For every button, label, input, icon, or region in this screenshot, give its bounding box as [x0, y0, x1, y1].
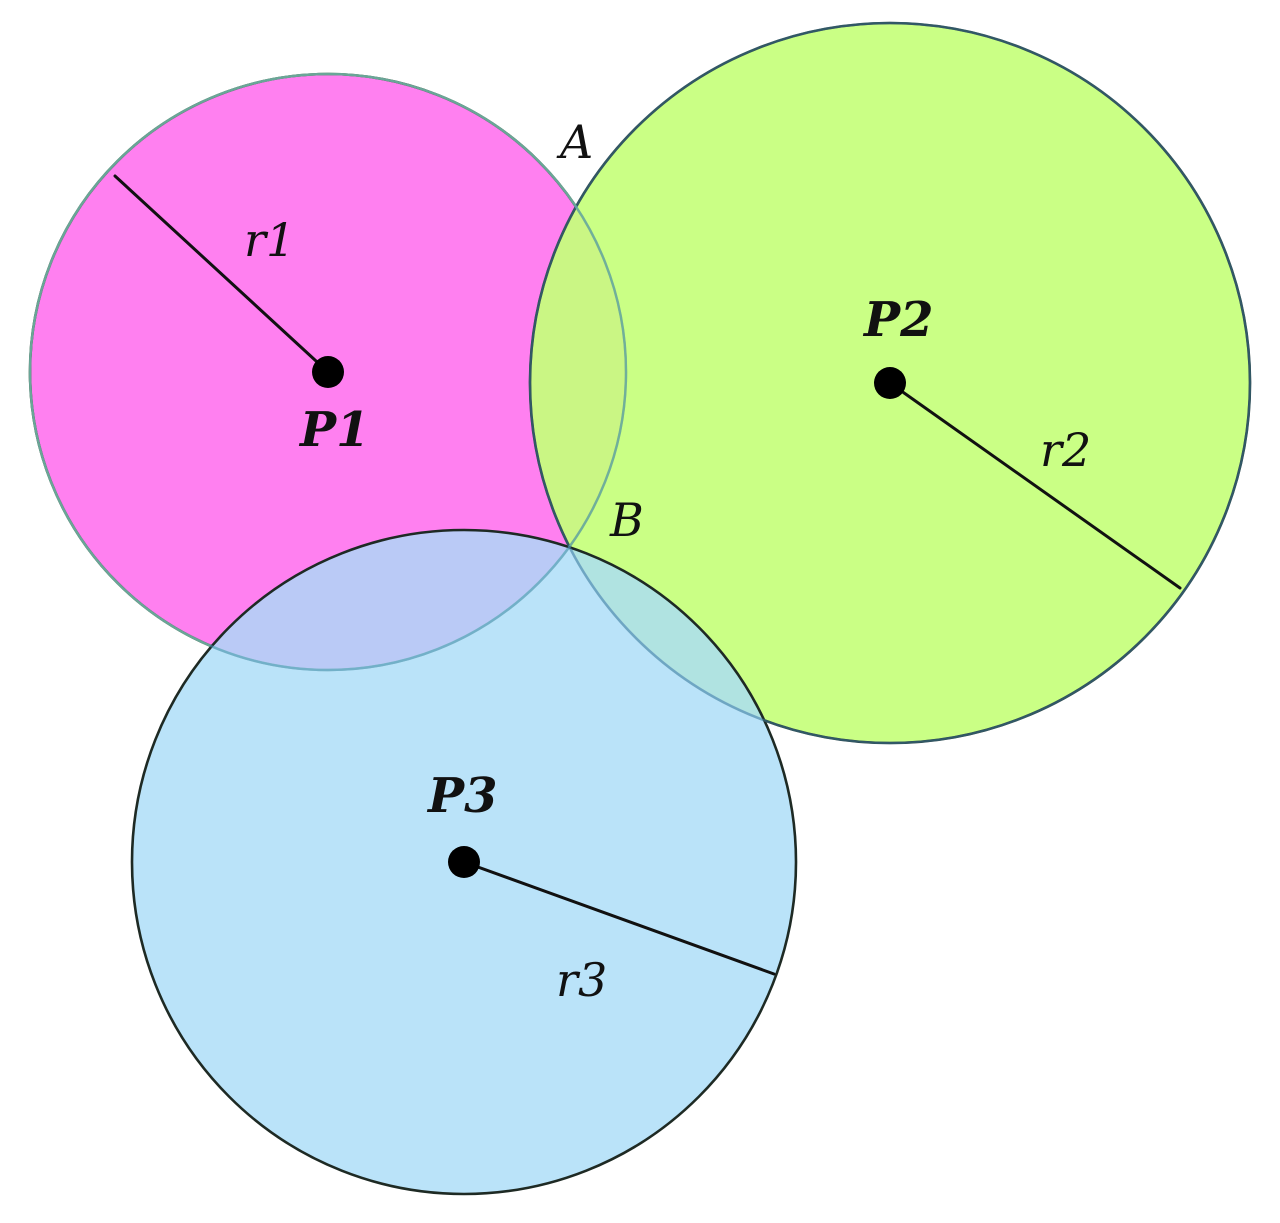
center-dot-p2 — [874, 367, 906, 399]
label-p3: P3 — [426, 768, 498, 824]
radius-line-r1 — [113, 174, 330, 374]
label-point-a: A — [556, 115, 593, 169]
center-dot-p3 — [448, 846, 480, 878]
center-dot-p1 — [312, 356, 344, 388]
label-r2: r2 — [1040, 423, 1091, 477]
label-r1: r1 — [244, 213, 295, 267]
label-p1: P1 — [298, 402, 370, 458]
radius-line-r2 — [888, 381, 1182, 590]
label-p2: P2 — [862, 292, 934, 348]
circle-p2-under-edge — [528, 21, 1252, 745]
label-point-b: B — [609, 493, 644, 547]
label-r3: r3 — [556, 953, 607, 1007]
radius-line-r3 — [462, 860, 776, 976]
circle-p1-under-edge — [28, 72, 628, 672]
